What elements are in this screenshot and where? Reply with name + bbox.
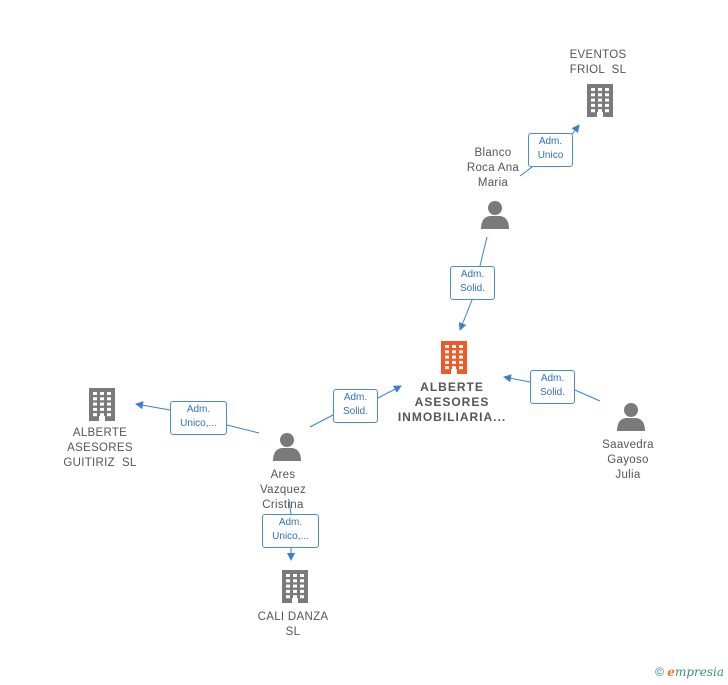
node-label-alberte-asesores-inmobiliaria[interactable]: ALBERTE ASESORES INMOBILIARIA... [392,380,512,425]
edge-label-line: Adm. [538,136,563,147]
building-icon-cali-danza[interactable] [282,570,308,603]
edge-label-line: Adm. [460,269,485,280]
edge-label-line: Adm. [540,373,565,384]
edge-label-line: Adm. [278,517,303,528]
node-label-ares-vazquez-cristina[interactable]: Ares Vazquez Cristina [238,468,328,513]
person-icon-blanco[interactable] [481,201,509,229]
label-line: Julia [615,469,641,481]
edge-label-ares-guitiriz[interactable]: Adm. Unico,... [170,401,227,435]
label-line: Cristina [262,499,304,511]
edge-label-saavedra-alberte[interactable]: Adm. Solid. [530,370,575,404]
label-line: ALBERTE [72,427,128,439]
edge-label-line: Unico [537,150,564,161]
logo-initial: e [667,665,675,679]
node-label-cali-danza[interactable]: CALI DANZA SL [243,610,343,640]
empresia-watermark: © empresia [655,665,724,679]
empresia-logo: empresia [667,665,724,679]
label-line: Ares [270,469,296,481]
edge-label-line: Solid. [539,387,565,398]
label-line: INMOBILIARIA... [397,410,507,424]
label-line: Gayoso [607,454,649,466]
edge-label-ares-cali[interactable]: Adm. Unico,... [262,514,319,548]
edge-label-line: Adm. [186,404,211,415]
label-line: SL [285,626,301,638]
node-label-saavedra-gayoso-julia[interactable]: Saavedra Gayoso Julia [583,438,673,483]
copyright-symbol: © [655,665,664,679]
label-line: ALBERTE [420,380,484,394]
label-line: Vazquez [260,484,306,496]
edge-label-line: Adm. [343,392,368,403]
label-line: FRIOL SL [569,64,627,76]
label-line: GUITIRIZ SL [63,457,137,469]
building-icon-alberte-asesores-inmobiliaria[interactable] [441,341,467,374]
node-label-blanco-roca-ana-maria[interactable]: Blanco Roca Ana Maria [448,146,538,191]
label-line: Roca Ana [466,162,520,174]
node-label-eventos-friol[interactable]: EVENTOS FRIOL SL [548,48,648,78]
label-line: Saavedra [602,439,654,451]
edge-label-line: Solid. [459,283,485,294]
label-line: ASESORES [67,442,133,454]
person-icon-ares[interactable] [273,433,301,461]
edge-label-blanco-alberte[interactable]: Adm. Solid. [450,266,495,300]
building-icon-alberte-asesores-guitiriz[interactable] [89,388,115,421]
edge-label-line: Unico,... [180,418,217,429]
edge-label-line: Unico,... [272,531,309,542]
logo-text: mpresia [674,665,724,679]
building-icon-eventos-friol[interactable] [587,84,613,117]
label-line: EVENTOS [569,49,627,61]
label-line: ASESORES [414,395,490,409]
person-icon-saavedra[interactable] [617,403,645,431]
label-line: CALI DANZA [257,611,329,623]
label-line: Maria [477,177,509,189]
edge-label-blanco-eventos[interactable]: Adm. Unico [528,133,573,167]
label-line: Blanco [474,147,512,159]
edge-label-line: Solid. [342,406,368,417]
edge-label-ares-alberte[interactable]: Adm. Solid. [333,389,378,423]
node-label-alberte-asesores-guitiriz[interactable]: ALBERTE ASESORES GUITIRIZ SL [50,426,150,471]
